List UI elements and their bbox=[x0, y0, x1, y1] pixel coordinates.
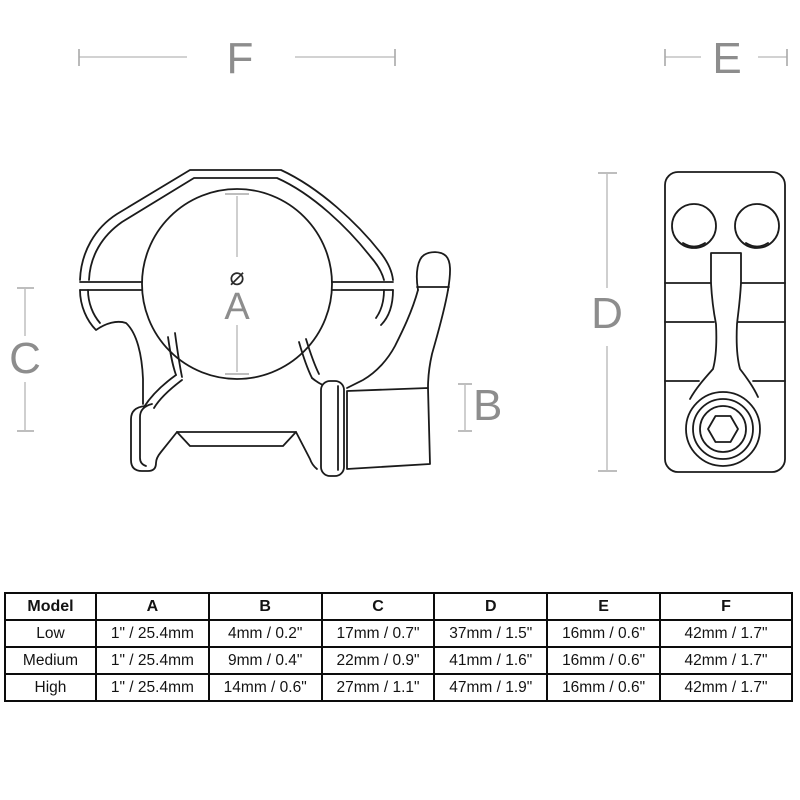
dimension-E: E bbox=[664, 34, 788, 83]
value-cell: 37mm / 1.5" bbox=[433, 619, 549, 648]
value-cell: 4mm / 0.2" bbox=[207, 619, 323, 648]
dim-F-label: F bbox=[227, 34, 254, 83]
model-cell: Low bbox=[4, 619, 97, 648]
ring-lower-left-outer bbox=[79, 289, 144, 405]
dim-F-ticks bbox=[78, 49, 396, 66]
diameter-symbol: ⌀ bbox=[229, 262, 244, 291]
lever-right-edge bbox=[427, 289, 449, 389]
ring-top-half-outer bbox=[79, 169, 394, 281]
screw-hole-left-counterbore bbox=[682, 242, 706, 248]
ring-top-half-inner bbox=[88, 177, 385, 281]
clamp-plate bbox=[320, 380, 345, 477]
base-left-foot bbox=[130, 405, 178, 472]
value-cell: 47mm / 1.9" bbox=[433, 673, 549, 702]
lever-left-edge bbox=[346, 289, 419, 389]
value-cell: 42mm / 1.7" bbox=[659, 619, 793, 648]
column-header-a: A bbox=[95, 592, 210, 621]
dim-E-ticks bbox=[664, 49, 788, 66]
scope-bore-circle bbox=[141, 188, 333, 380]
model-cell: High bbox=[4, 673, 97, 702]
dimension-B: B bbox=[458, 381, 502, 432]
dim-D-label: D bbox=[591, 289, 623, 338]
value-cell: 1" / 25.4mm bbox=[95, 673, 210, 702]
value-cell: 41mm / 1.6" bbox=[433, 646, 549, 675]
column-header-model: Model bbox=[4, 592, 97, 621]
base-right-jaw bbox=[295, 431, 318, 470]
lever-boss-inner bbox=[699, 405, 747, 453]
base-left-foot-inner bbox=[139, 403, 153, 467]
dim-C-label: C bbox=[9, 334, 41, 383]
clamp-seam-right bbox=[331, 281, 394, 291]
ring-lower-right-inner bbox=[375, 289, 385, 319]
dim-C-ticks bbox=[17, 287, 34, 432]
value-cell: 16mm / 0.6" bbox=[546, 673, 661, 702]
value-cell: 42mm / 1.7" bbox=[659, 646, 793, 675]
screw-hole-right-counterbore bbox=[745, 242, 769, 248]
value-cell: 16mm / 0.6" bbox=[546, 619, 661, 648]
column-header-c: C bbox=[320, 592, 436, 621]
dimension-F: F bbox=[78, 34, 396, 83]
lever-nut-block bbox=[346, 387, 431, 470]
model-cell: Medium bbox=[4, 646, 97, 675]
dim-B-label: B bbox=[473, 381, 502, 430]
front-view-ring bbox=[79, 169, 451, 477]
left-flare bbox=[143, 374, 183, 409]
column-header-e: E bbox=[546, 592, 661, 621]
dimension-C: C bbox=[9, 287, 41, 432]
right-stem bbox=[298, 338, 320, 379]
rail-recess bbox=[176, 431, 297, 447]
value-cell: 42mm / 1.7" bbox=[659, 673, 793, 702]
technical-drawing: F E C B D ⌀ A bbox=[9, 34, 788, 477]
dim-E-label: E bbox=[712, 34, 741, 83]
side-view-ring bbox=[664, 171, 786, 473]
value-cell: 9mm / 0.4" bbox=[207, 646, 323, 675]
dim-D-ticks bbox=[598, 172, 617, 472]
lever-knob bbox=[415, 251, 451, 291]
column-header-b: B bbox=[207, 592, 323, 621]
screw-hole-right bbox=[734, 203, 780, 249]
column-header-d: D bbox=[433, 592, 549, 621]
value-cell: 17mm / 0.7" bbox=[320, 619, 436, 648]
value-cell: 16mm / 0.6" bbox=[546, 646, 661, 675]
side-lever-arm bbox=[689, 252, 759, 400]
value-cell: 1" / 25.4mm bbox=[95, 646, 210, 675]
column-header-f: F bbox=[659, 592, 793, 621]
lever-boss-mid bbox=[692, 398, 754, 460]
ring-lower-left-inner bbox=[87, 289, 101, 324]
value-cell: 27mm / 1.1" bbox=[320, 673, 436, 702]
clamp-seam-left bbox=[79, 281, 143, 291]
dimension-A: ⌀ A bbox=[224, 193, 250, 375]
dim-B-ticks bbox=[458, 383, 472, 432]
hex-socket bbox=[707, 415, 739, 443]
value-cell: 14mm / 0.6" bbox=[207, 673, 323, 702]
screw-hole-left bbox=[671, 203, 717, 249]
dimension-D: D bbox=[591, 172, 623, 472]
value-cell: 1" / 25.4mm bbox=[95, 619, 210, 648]
lever-boss-outer bbox=[685, 391, 761, 467]
ring-lower-right-outer bbox=[380, 289, 394, 326]
value-cell: 22mm / 0.9" bbox=[320, 646, 436, 675]
dim-A-label: A bbox=[224, 286, 250, 328]
dim-A-ticks bbox=[225, 193, 249, 375]
left-stem bbox=[167, 332, 183, 378]
